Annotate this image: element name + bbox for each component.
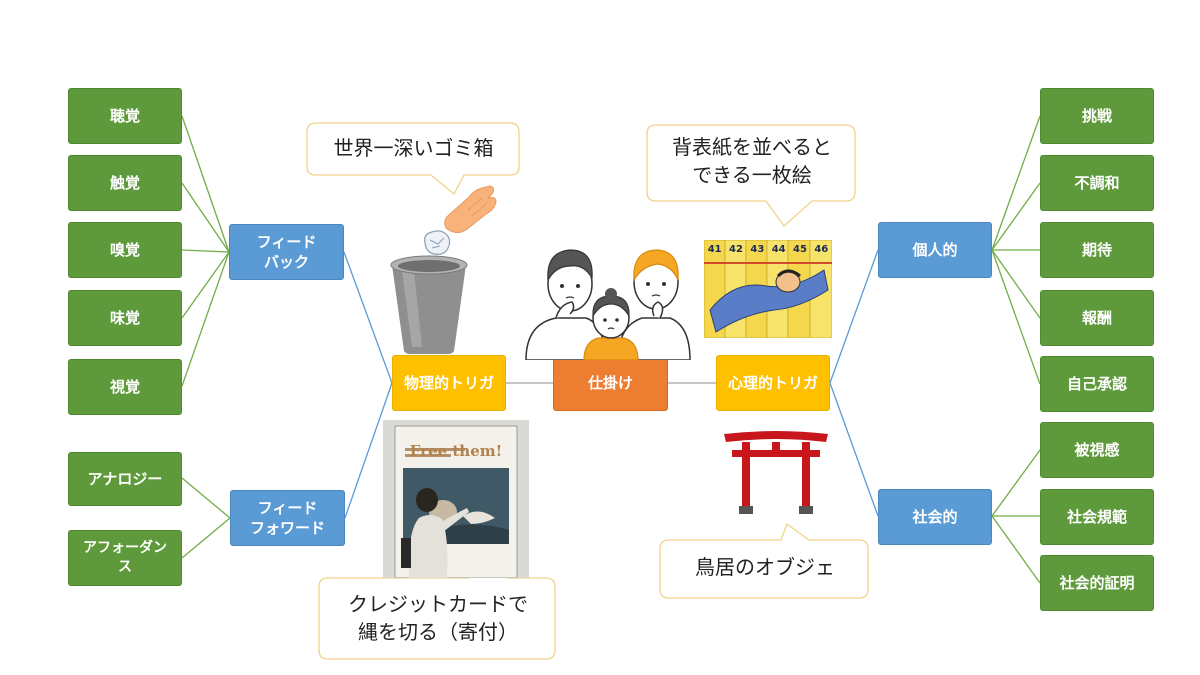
callout-spines-text: 背表紙を並べると できる一枚絵 [672,135,832,187]
item-social-norm: 社会規範 [1040,489,1154,545]
thinking-family-illustration [525,249,691,360]
trash-can-icon [390,255,468,354]
callout-card-text: クレジットカードで 縄を切る（寄付） [348,592,528,644]
poster-headline: Free them! [409,442,503,460]
callout-trash [306,122,520,196]
callout-spines [646,124,856,227]
physical-trigger: 物理的トリガ [392,355,506,411]
item-expectation: 期待 [1040,222,1154,278]
sense-smell: 嗅覚 [68,222,182,278]
branch-feedforward: フィード フォワード [230,490,345,546]
item-being-watched: 被視感 [1040,422,1154,478]
sense-touch: 触覚 [68,155,182,211]
center-node: 仕掛け [553,355,668,411]
branch-social: 社会的 [878,489,992,545]
item-dissonance: 不調和 [1040,155,1154,211]
torii-icon [724,431,828,514]
item-affordance: アフォーダン ス [68,530,182,586]
psychological-trigger: 心理的トリガ [716,355,830,411]
callout-trash-text: 世界一深いゴミ箱 [333,136,494,160]
volume-number: 46 [814,244,829,255]
item-challenge: 挑戦 [1040,88,1154,144]
item-social-proof: 社会的証明 [1040,555,1154,611]
hand-icon [444,185,497,234]
crumpled-paper-icon [424,230,451,255]
item-reward: 報酬 [1040,290,1154,346]
callout-torii [659,522,869,599]
item-self-approval: 自己承認 [1040,356,1154,412]
donation-signage-photo [383,420,529,578]
volume-number: 45 [793,244,807,255]
branch-feedback: フィード バック [229,224,344,280]
branch-personal: 個人的 [878,222,992,278]
volume-number: 44 [771,244,786,255]
sense-hearing: 聴覚 [68,88,182,144]
volume-number: 43 [750,244,765,255]
manga-volume-numbers: 41 42 43 44 45 46 [704,244,832,258]
sense-sight: 視覚 [68,359,182,415]
sense-taste: 味覚 [68,290,182,346]
callout-torii-text: 鳥居のオブジェ [695,555,835,579]
volume-number: 42 [729,244,743,255]
volume-number: 41 [707,244,722,255]
manga-spines-image [704,240,832,338]
item-analogy: アナロジー [68,452,182,506]
